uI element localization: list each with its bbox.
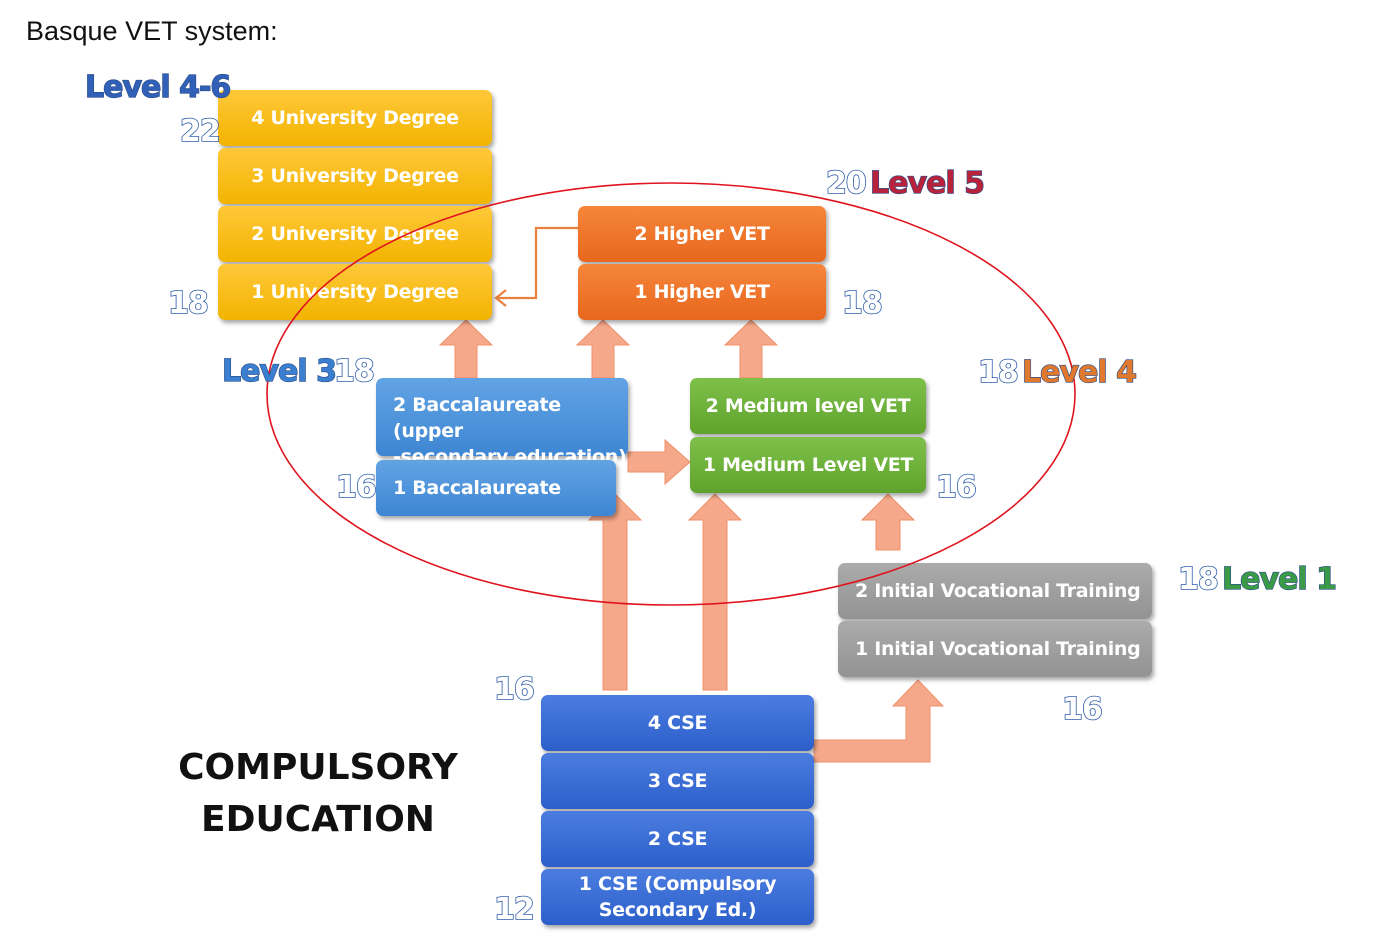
cse-3: 3 CSE [541,753,814,809]
arrow-cse-to-ivt [813,679,945,763]
arrow-bac-to-hvet [575,319,631,379]
university-degree-3: 3 University Degree [218,148,492,204]
arrow-ivt-to-mvet [860,493,916,551]
university-degree-2: 2 University Degree [218,206,492,262]
compulsory-line1: COMPULSORY [178,747,458,788]
age-medium-vet-bottom: 16 [935,469,977,506]
baccalaureate-2: 2 Baccalaureate (upper -secondary educat… [376,378,628,468]
age-university-bottom: 18 [167,285,209,322]
cse-1-line2: Secondary Ed.) [598,899,757,921]
arrow-bac-to-uni [438,319,494,379]
arrow-cse-to-bac [587,493,643,691]
cse-4: 4 CSE [541,695,814,751]
age-university-top: 22 [179,113,221,150]
medium-vet-1: 1 Medium Level VET [690,437,926,493]
level-4-label: Level 4 [1021,354,1137,390]
age-cse-bottom: 12 [493,891,535,928]
level-3-label: Level 3 [221,353,337,389]
higher-vet-1: 1 Higher VET [578,264,826,320]
age-baccalaureate-bottom: 16 [335,469,377,506]
level-4-6-label: Level 4-6 [84,69,232,105]
initial-vocational-training-2: 2 Initial Vocational Training [838,563,1152,619]
compulsory-line2: EDUCATION [201,799,435,840]
baccalaureate-1: 1 Baccalaureate [376,460,616,516]
age-higher-vet-bottom: 18 [841,285,883,322]
age-initial-vt-bottom: 16 [1061,691,1103,728]
arrow-mvet-to-hvet [723,319,779,379]
university-degree-4: 4 University Degree [218,90,492,146]
baccalaureate-2-line1: 2 Baccalaureate (upper [393,394,561,442]
level-5-label: Level 5 [869,165,985,201]
initial-vocational-training-1: 1 Initial Vocational Training [838,621,1152,677]
cse-1: 1 CSE (Compulsory Secondary Ed.) [541,869,814,925]
age-baccalaureate-top: 18 [333,353,375,390]
age-cse-top: 16 [493,671,535,708]
age-initial-vt-top: 18 [1177,561,1219,598]
page-title: Basque VET system: [26,16,278,46]
age-medium-vet-top: 18 [977,354,1019,391]
connector-hvet-to-uni [498,226,580,300]
university-degree-1: 1 University Degree [218,264,492,320]
compulsory-education-label: COMPULSORY EDUCATION [170,742,466,846]
level-1-label: Level 1 [1221,561,1337,597]
higher-vet-2: 2 Higher VET [578,206,826,262]
age-higher-vet-top: 20 [825,165,867,202]
arrow-bac-to-mvet [627,438,691,486]
cse-1-line1: 1 CSE (Compulsory [578,873,777,895]
arrow-cse-to-mvet [687,493,743,691]
medium-vet-2: 2 Medium level VET [690,378,926,434]
cse-2: 2 CSE [541,811,814,867]
